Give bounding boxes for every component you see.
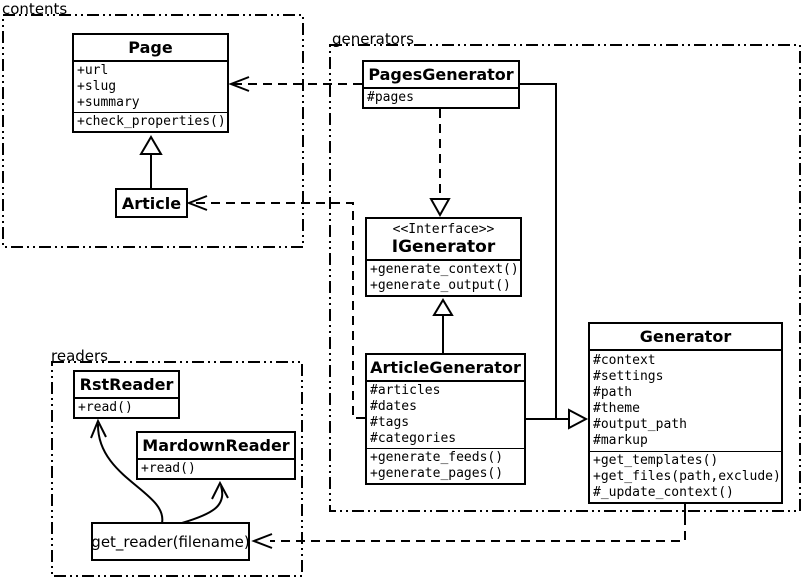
- class-page: Page +url +slug +summary +check_properti…: [72, 33, 229, 133]
- attribute: #categories: [370, 431, 457, 446]
- open-arrowhead-page: [228, 76, 250, 92]
- class-generator: Generator #context #settings #path #them…: [588, 322, 783, 504]
- hollow-triangle-page-bottom: [139, 135, 163, 155]
- interface-stereotype: <<Interface>>: [392, 222, 495, 237]
- method: +get_templates(): [593, 453, 719, 468]
- method: +generate_pages(): [370, 466, 504, 481]
- class-article-title: Article: [121, 193, 182, 213]
- class-articlegenerator-attributes: #articles #dates #tags #categories: [367, 382, 524, 449]
- open-arrowhead-getreader: [251, 533, 273, 549]
- class-igenerator-title: IGenerator: [391, 237, 496, 257]
- class-pagesgenerator-attributes: #pages: [364, 89, 518, 107]
- readers-package-label: readers: [51, 347, 108, 365]
- class-rstreader-title: RstReader: [75, 372, 178, 399]
- class-page-title: Page: [74, 35, 227, 62]
- class-markdownreader-title: MardownReader: [138, 433, 294, 460]
- readers-package-border: [51, 361, 303, 577]
- class-rstreader-methods: +read(): [75, 399, 178, 417]
- getreader-to-rstreader-curve: [96, 423, 164, 524]
- class-generator-title: Generator: [590, 324, 781, 351]
- class-igenerator: <<Interface>> IGenerator +generate_conte…: [365, 217, 522, 297]
- method: +read(): [141, 461, 196, 476]
- method: +generate_output(): [370, 278, 511, 293]
- generator-to-getreader-dependency: [270, 516, 686, 542]
- attribute: #pages: [367, 90, 414, 105]
- attribute: #settings: [593, 369, 664, 384]
- class-igenerator-methods: +generate_context() +generate_output(): [367, 261, 520, 295]
- attribute: +summary: [77, 95, 140, 110]
- class-markdownreader-methods: +read(): [138, 460, 294, 478]
- attribute: #path: [593, 385, 633, 400]
- getreader-to-markdownreader-curve: [181, 485, 224, 524]
- attribute: #theme: [593, 401, 640, 416]
- contents-package-label: contents: [2, 0, 68, 18]
- get-reader-label: get_reader(filename): [91, 532, 250, 551]
- open-arrowhead-article: [186, 195, 208, 211]
- pagesgenerator-to-generator-inheritance: [520, 83, 557, 419]
- class-rstreader: RstReader +read(): [73, 370, 180, 419]
- attribute: #context: [593, 353, 656, 368]
- class-page-methods: +check_properties(): [74, 113, 227, 131]
- method: #_update_context(): [593, 485, 734, 500]
- attribute: +url: [77, 63, 109, 78]
- articlegenerator-to-article-dependency: [191, 202, 365, 419]
- generators-package-border: [329, 44, 801, 512]
- attribute: +slug: [77, 79, 117, 94]
- attribute: #dates: [370, 399, 417, 414]
- hollow-triangle-generator-left: [568, 408, 589, 430]
- method: +get_files(path,exclude): [593, 469, 781, 484]
- method: +generate_feeds(): [370, 450, 504, 465]
- attribute: #articles: [370, 383, 441, 398]
- method: +check_properties(): [77, 114, 226, 129]
- attribute: #tags: [370, 415, 410, 430]
- class-articlegenerator-methods: +generate_feeds() +generate_pages(): [367, 449, 524, 483]
- class-pagesgenerator: PagesGenerator #pages: [362, 60, 520, 109]
- class-articlegenerator-title: ArticleGenerator: [367, 355, 524, 382]
- attribute: #markup: [593, 433, 648, 448]
- generators-package-label: generators: [332, 30, 414, 48]
- contents-package-border: [2, 14, 304, 248]
- class-igenerator-header: <<Interface>> IGenerator: [367, 219, 520, 261]
- class-pagesgenerator-title: PagesGenerator: [364, 62, 518, 89]
- open-arrowhead-rstreader: [90, 418, 107, 439]
- class-generator-attributes: #context #settings #path #theme #output_…: [590, 351, 781, 452]
- method: +generate_context(): [370, 262, 519, 277]
- method: +read(): [78, 400, 133, 415]
- class-page-attributes: +url +slug +summary: [74, 62, 227, 113]
- class-generator-methods: +get_templates() +get_files(path,exclude…: [590, 452, 781, 502]
- hollow-triangle-igenerator-top: [429, 198, 451, 218]
- attribute: #output_path: [593, 417, 687, 432]
- open-arrowhead-markdownreader: [211, 480, 229, 500]
- hollow-triangle-igenerator-bottom: [432, 298, 454, 316]
- class-markdownreader: MardownReader +read(): [136, 431, 296, 480]
- get-reader-box: get_reader(filename): [91, 522, 250, 561]
- class-article: Article: [115, 188, 188, 218]
- class-articlegenerator: ArticleGenerator #articles #dates #tags …: [365, 353, 526, 485]
